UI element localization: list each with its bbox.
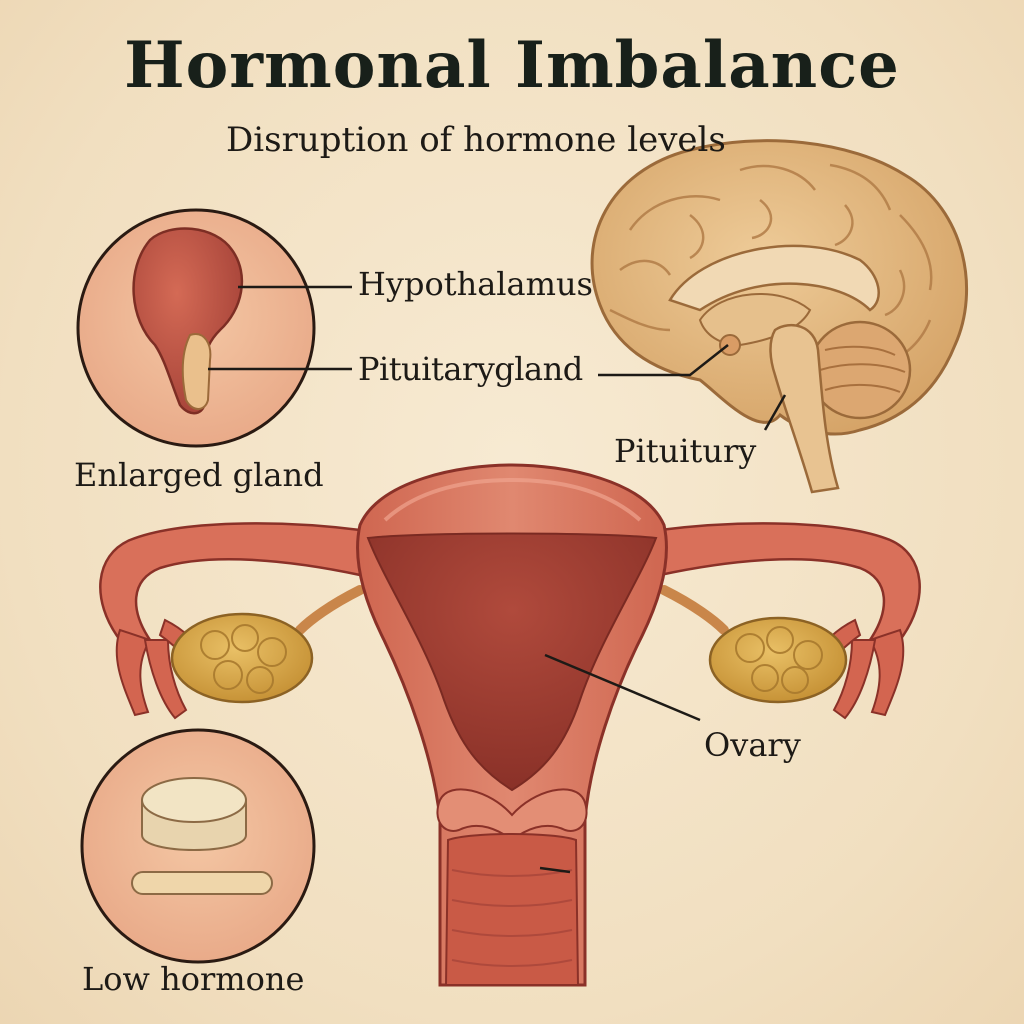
leader-pituitary-brain: [598, 344, 729, 377]
leader-ovary: [544, 653, 701, 722]
label-low-hormone: Low hormone: [82, 960, 305, 998]
page-subtitle: Disruption of hormone levels: [226, 120, 726, 160]
label-hypothalamus: Hypothalamus: [358, 265, 593, 303]
label-ovary: Ovary: [704, 726, 801, 764]
leader-lines: [208, 285, 787, 874]
brain-illustration: [590, 139, 968, 494]
page-title: Hormonal Imbalance: [124, 28, 900, 103]
label-pituitary-gland: Pituitarygland: [358, 350, 583, 388]
uterus-illustration: [99, 463, 921, 987]
leader-pituitury: [763, 394, 787, 431]
leader-canal: [539, 866, 571, 874]
label-pituitury: Pituitury: [614, 432, 757, 470]
label-enlarged-gland: Enlarged gland: [74, 456, 324, 494]
enlarged-gland-illustration: [76, 208, 316, 448]
low-hormone-illustration: [80, 728, 316, 964]
